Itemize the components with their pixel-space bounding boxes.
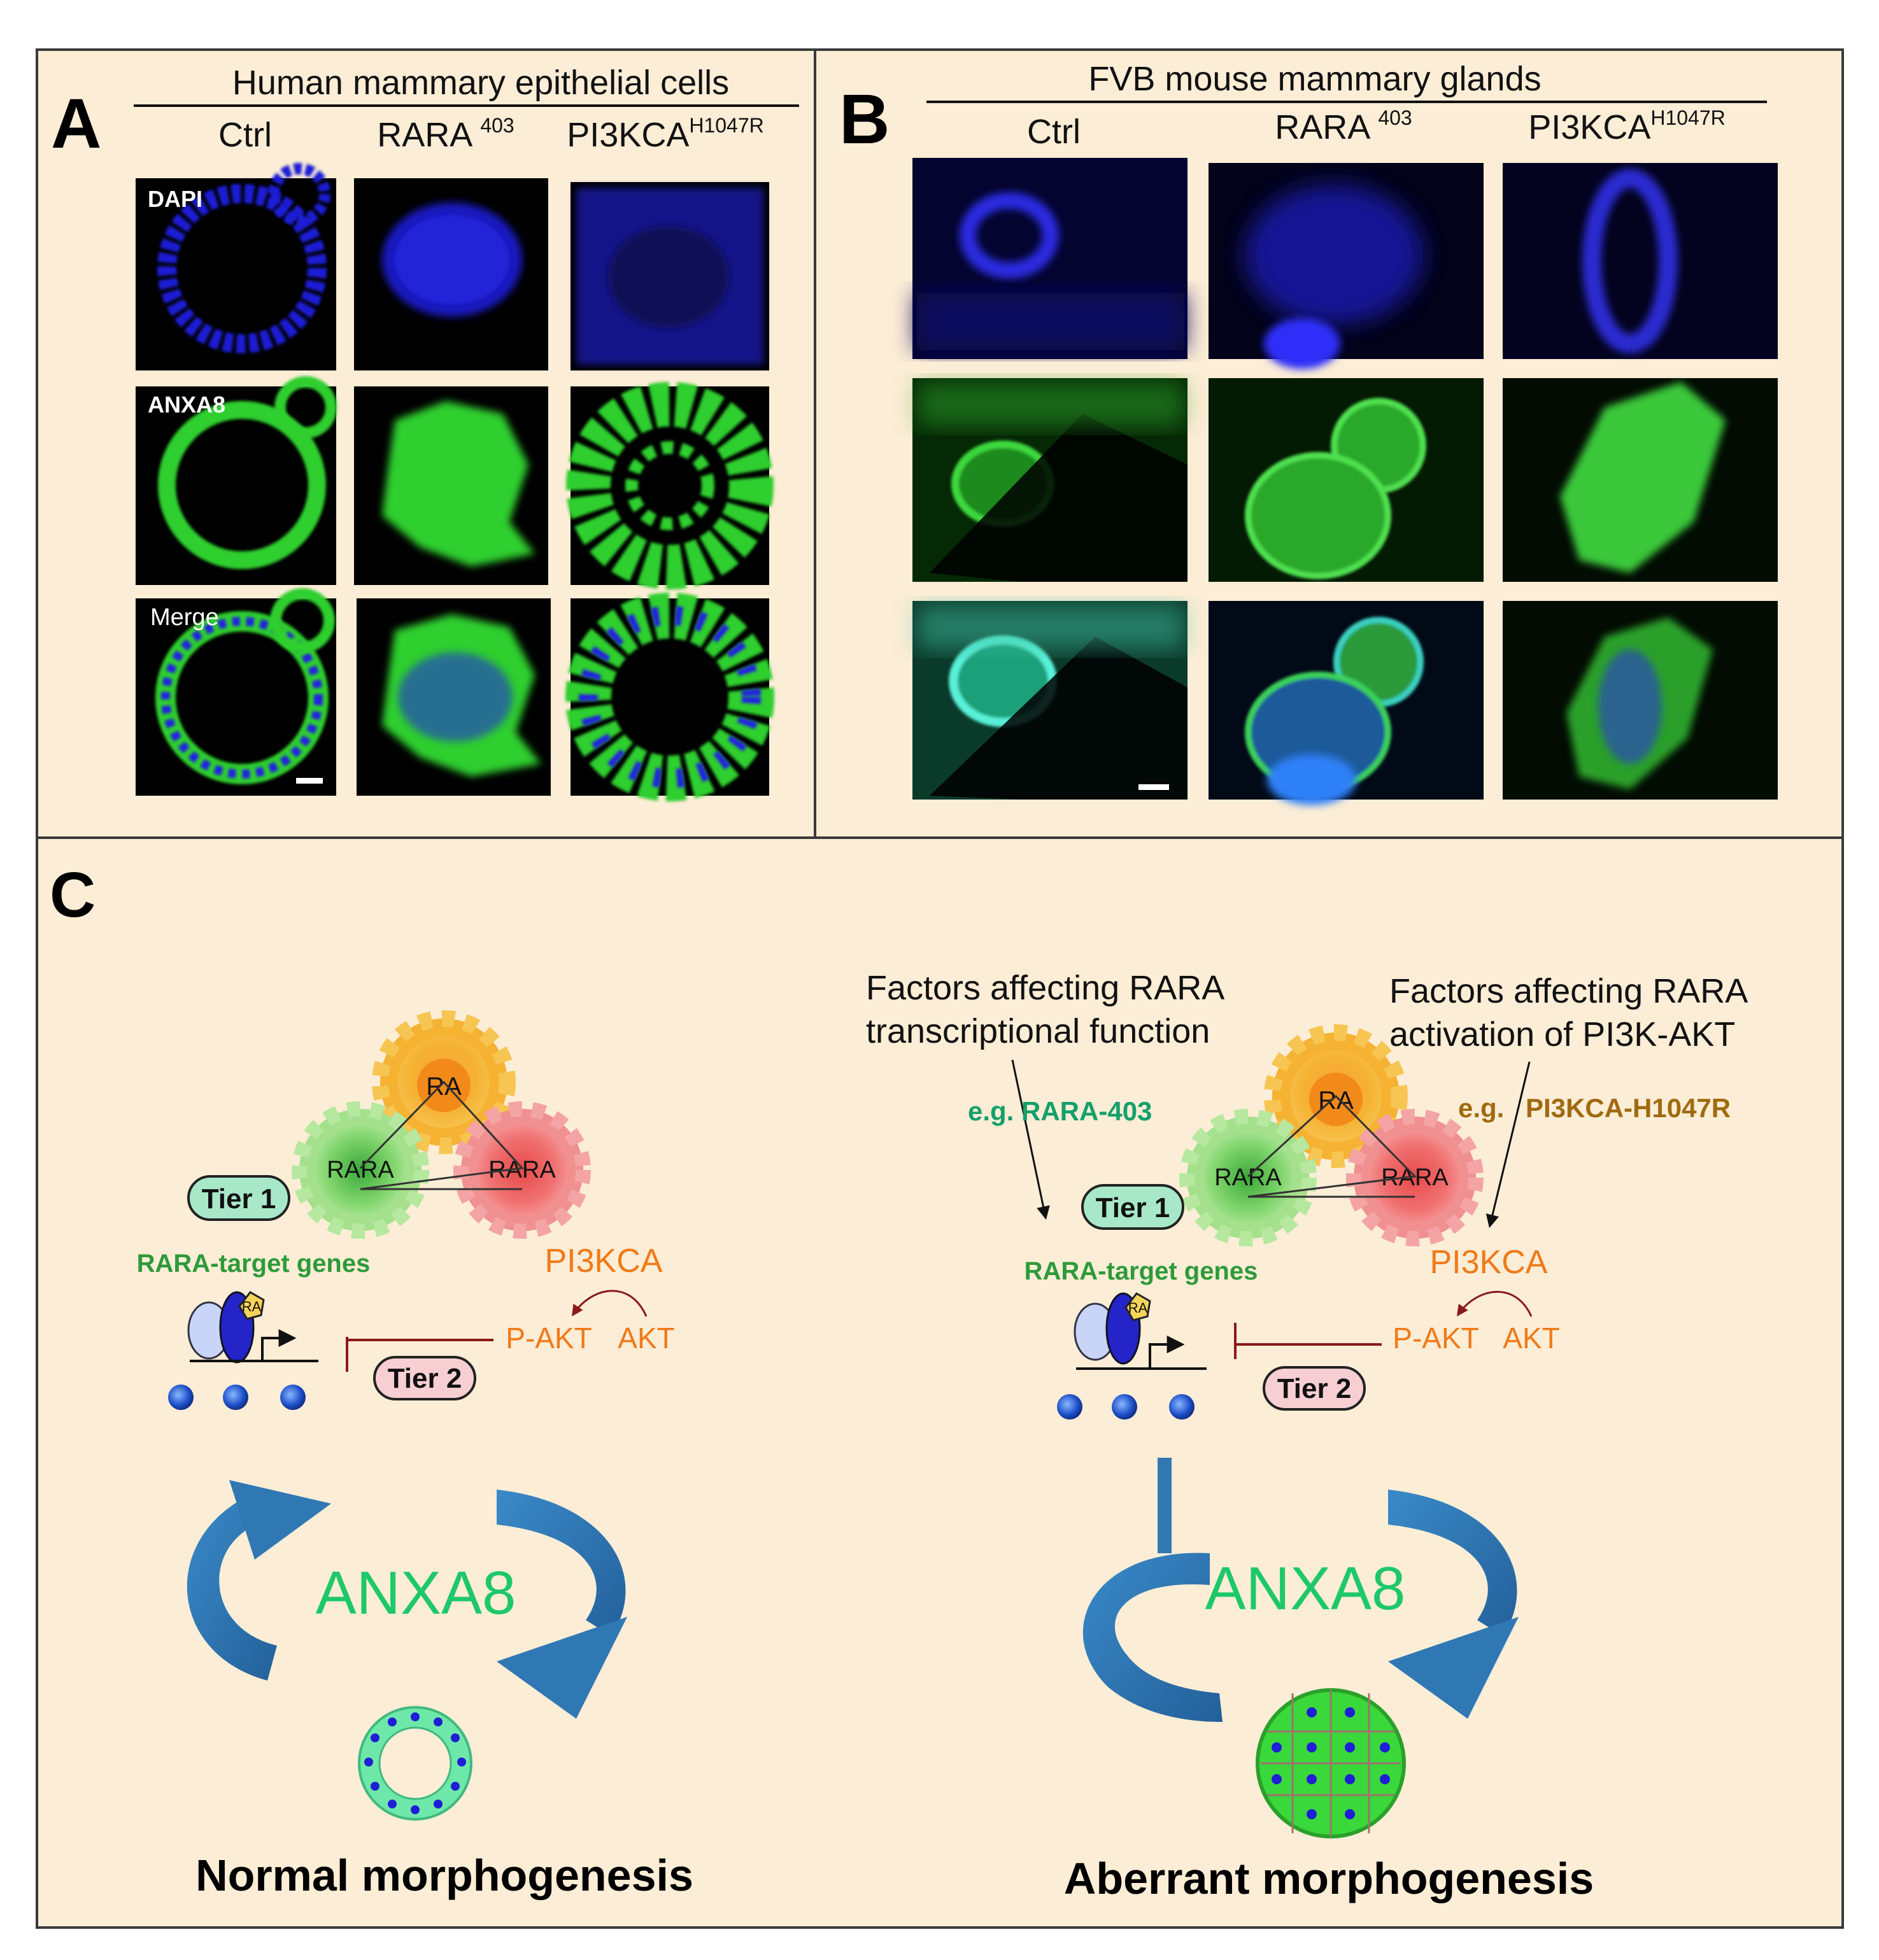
svg-text:RARA: RARA: [488, 1157, 556, 1183]
scale-bar: [1138, 784, 1169, 790]
panel-a-letter: A: [51, 85, 101, 163]
svg-text:Tier 1: Tier 1: [202, 1183, 276, 1215]
factor2-line2: activation of PI3K-AKT: [1389, 1015, 1735, 1054]
svg-text:Tier 1: Tier 1: [1096, 1192, 1170, 1223]
svg-text:Tier 2: Tier 2: [388, 1363, 462, 1394]
panel-b-col-ctrl: Ctrl: [1027, 113, 1081, 151]
anxa8-left: ANXA8: [316, 1559, 516, 1627]
caption-normal: Normal morphogenesis: [195, 1851, 693, 1900]
panel-c-letter: C: [50, 859, 96, 931]
gear-rara-green-right: RARA: [1179, 1109, 1317, 1246]
panel-c: C RA RARA RARA: [50, 859, 1748, 1903]
svg-text:RA: RA: [1128, 1300, 1148, 1316]
svg-text:RARA: RARA: [1214, 1164, 1282, 1191]
panel-a-merge-rara: [357, 598, 551, 796]
phospho-arrow-left: [572, 1290, 648, 1317]
panel-a-merge-pi3kca: [565, 593, 774, 801]
panel-a-title: Human mammary epithelial cells: [232, 64, 729, 102]
gear-rara-red-left: RARA: [453, 1101, 591, 1239]
panel-b-col-rara403: RARA 403: [1275, 106, 1412, 146]
svg-text:RA: RA: [1318, 1087, 1354, 1115]
gear-rara-red-right: RARA: [1346, 1109, 1484, 1246]
pi3kca-right: PI3KCA: [1430, 1244, 1548, 1281]
nucleosomes-left: [168, 1385, 306, 1410]
svg-text:RARA: RARA: [327, 1157, 394, 1183]
eg-prefix-pi3kca: e.g.: [1458, 1093, 1504, 1123]
panel-a-col-rara403: RARA 403: [377, 114, 514, 154]
panel-a-anxa8-pi3kca: [566, 382, 774, 589]
row-label-anxa8: ANXA8: [148, 391, 225, 418]
panel-b-title: FVB mouse mammary glands: [1088, 60, 1541, 98]
gear-link-lines: [1247, 1094, 1417, 1198]
panel-a-anxa8-ctrl: [136, 376, 337, 585]
aberrant-cell-mass-icon: [1256, 1688, 1406, 1838]
panel-a: A Human mammary epithelial cells Ctrl RA…: [51, 64, 799, 801]
panel-b-dapi-pi3kca: [1503, 163, 1778, 359]
akt-right: AKT: [1503, 1322, 1559, 1355]
scale-bar: [296, 778, 323, 784]
svg-text:Tier 2: Tier 2: [1277, 1373, 1352, 1404]
panel-b-merge-pi3kca: [1503, 601, 1778, 800]
eg-pi3kca-h1047r: PI3KCA-H1047R: [1526, 1093, 1731, 1123]
transcription-icon-right: RA: [1074, 1292, 1207, 1370]
anxa8-right: ANXA8: [1205, 1555, 1406, 1623]
left-diagram: RA RARA RARA Tier 1 RARA-target genes PI…: [137, 1010, 693, 1900]
target-genes-right: RARA-target genes: [1025, 1257, 1258, 1285]
panel-a-dapi-pi3kca: [571, 182, 769, 370]
factor2-line1: Factors affecting RARA: [1389, 972, 1748, 1010]
panel-b-merge-rara: [1209, 601, 1484, 805]
tier2-badge-left: Tier 2: [373, 1356, 476, 1400]
svg-text:RARA: RARA: [1381, 1164, 1449, 1191]
cycle-arrows-right: [1082, 1458, 1519, 1722]
pakt-left: P-AKT: [506, 1322, 592, 1355]
inhibition-right: [1234, 1323, 1382, 1359]
panel-b-anxa8-pi3kca: [1503, 378, 1778, 582]
tier1-badge-right: Tier 1: [1081, 1184, 1184, 1230]
panel-a-dapi-rara: [354, 178, 548, 370]
cycle-arrows-left: [187, 1480, 627, 1719]
row-label-dapi: DAPI: [148, 186, 202, 212]
panel-a-merge-ctrl: [136, 588, 336, 796]
right-diagram: Factors affecting RARA transcriptional f…: [866, 969, 1748, 1903]
factor1-arrow: [1011, 1059, 1050, 1220]
factor1-line1: Factors affecting RARA: [866, 969, 1224, 1007]
phospho-arrow-right: [1456, 1290, 1533, 1317]
gear-rara-green-left: RARA: [292, 1101, 429, 1239]
panel-b-dapi-ctrl: [912, 158, 1188, 359]
eg-rara403: e.g. RARA-403: [968, 1096, 1152, 1126]
inhibition-left: [346, 1337, 493, 1372]
row-label-merge: Merge: [150, 604, 219, 631]
transcription-icon-left: RA: [187, 1291, 318, 1364]
factor2-arrow: [1485, 1061, 1531, 1229]
factor1-line2: transcriptional function: [866, 1012, 1210, 1050]
tier1-badge-left: Tier 1: [187, 1175, 290, 1221]
panel-b-letter: B: [839, 80, 890, 159]
block-bar: [1158, 1458, 1172, 1553]
panel-b-dapi-rara: [1209, 163, 1484, 369]
panel-b-col-pi3kca: PI3KCAH1047R: [1528, 106, 1726, 146]
normal-acinus-icon: [358, 1706, 472, 1821]
tier2-badge-right: Tier 2: [1263, 1366, 1366, 1411]
panel-a-dapi-ctrl: [136, 163, 336, 370]
nucleosomes-right: [1057, 1394, 1195, 1420]
panel-a-col-ctrl: Ctrl: [218, 116, 272, 154]
panel-a-col-pi3kca: PI3KCAH1047R: [567, 114, 764, 154]
akt-left: AKT: [618, 1322, 674, 1355]
panel-b-anxa8-ctrl: [912, 378, 1188, 582]
panel-b-anxa8-rara: [1209, 378, 1484, 582]
gear-link-lines: [359, 1080, 525, 1190]
pi3kca-left: PI3KCA: [545, 1243, 663, 1280]
target-genes-left: RARA-target genes: [137, 1250, 371, 1278]
pakt-right: P-AKT: [1393, 1322, 1478, 1355]
panel-b-merge-ctrl: [912, 601, 1188, 800]
panel-b: B FVB mouse mammary glands Ctrl RARA 403…: [839, 60, 1778, 805]
caption-aberrant: Aberrant morphogenesis: [1064, 1854, 1594, 1903]
panel-a-anxa8-rara: [354, 386, 548, 585]
svg-text:RA: RA: [242, 1299, 262, 1315]
